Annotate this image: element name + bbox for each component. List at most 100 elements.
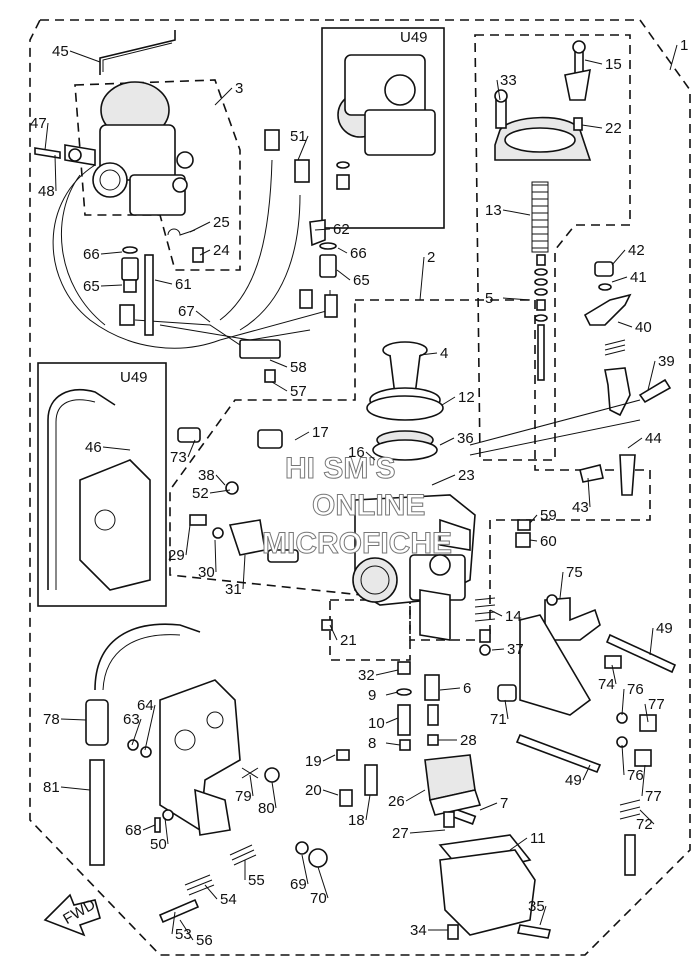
watermark-line-3: MICROFICHE — [262, 527, 452, 560]
screw-49-lower — [515, 733, 602, 774]
leader-20 — [322, 789, 339, 796]
leader-77 — [641, 764, 646, 797]
leader-58 — [269, 359, 288, 368]
leader-38 — [215, 474, 226, 486]
leader-63 — [131, 718, 142, 746]
leader-31 — [242, 554, 246, 590]
leader-76 — [621, 688, 625, 716]
jets-and-needles — [321, 597, 517, 825]
callout-52: 52 — [192, 485, 209, 502]
leader-78 — [60, 718, 87, 721]
float-bowl — [424, 754, 551, 940]
leader-65 — [100, 284, 123, 287]
leader-68 — [142, 824, 156, 831]
callout-35: 35 — [528, 898, 545, 915]
callout-76: 76 — [627, 681, 644, 698]
leader-2 — [419, 256, 425, 301]
callout-13: 13 — [485, 202, 502, 219]
inset-top-carb — [336, 54, 436, 190]
leader-62 — [314, 228, 331, 231]
leader-23 — [431, 474, 456, 486]
leader-64 — [144, 704, 156, 751]
callout-77: 77 — [645, 788, 662, 805]
callout-54: 54 — [220, 891, 237, 908]
callout-66: 66 — [350, 245, 367, 262]
leader-77 — [644, 703, 649, 723]
callout-27: 27 — [392, 825, 409, 842]
leader-27 — [409, 829, 446, 834]
callout-20: 20 — [305, 782, 322, 799]
callout-40: 40 — [635, 319, 652, 336]
leader-60 — [529, 539, 538, 542]
leader-15 — [584, 59, 603, 65]
leader-45 — [69, 50, 101, 63]
leader-8 — [385, 742, 401, 746]
callout-22: 22 — [605, 120, 622, 137]
callout-34: 34 — [410, 922, 427, 939]
callout-73: 73 — [170, 449, 187, 466]
callout-74: 74 — [598, 676, 615, 693]
leader-33 — [496, 79, 501, 101]
leader-16 — [365, 451, 376, 461]
callout-60: 60 — [540, 533, 557, 550]
callout-78: 78 — [43, 711, 60, 728]
callout-71: 71 — [490, 711, 507, 728]
leader-81 — [60, 786, 91, 791]
callout-19: 19 — [305, 753, 322, 770]
top-cover-assembly — [494, 40, 592, 381]
callout-49: 49 — [565, 772, 582, 789]
lever-assembly — [469, 261, 672, 716]
leader-24 — [199, 249, 211, 256]
callout-21: 21 — [340, 632, 357, 649]
leader-40 — [617, 321, 633, 328]
callout-26: 26 — [388, 793, 405, 810]
leader-71 — [504, 699, 509, 720]
callout-43: 43 — [572, 499, 589, 516]
leader-1 — [669, 44, 678, 71]
small-parts-upper — [121, 219, 337, 383]
leader-61 — [154, 279, 173, 285]
callout-80: 80 — [258, 800, 275, 817]
leader-5 — [502, 297, 531, 301]
leader-19 — [322, 754, 336, 762]
callout-46: 46 — [85, 439, 102, 456]
leader-12 — [441, 396, 456, 406]
callout-53: 53 — [175, 926, 192, 943]
callout-64: 64 — [137, 697, 154, 714]
watermark-line-1: HI SM'S — [285, 452, 395, 485]
bowl-outline — [329, 599, 411, 661]
leader-36 — [439, 437, 455, 446]
leader-3 — [214, 87, 233, 106]
callout-76: 76 — [627, 767, 644, 784]
callout-8: 8 — [368, 735, 376, 752]
callout-31: 31 — [225, 581, 242, 598]
callout-62: 62 — [333, 221, 350, 238]
callout-48: 48 — [38, 183, 55, 200]
callout-67: 67 — [178, 303, 195, 320]
leader-29 — [185, 524, 191, 556]
callout-25: 25 — [213, 214, 230, 231]
leader-35 — [539, 905, 547, 926]
inset-left-hose — [47, 389, 151, 591]
leader-52 — [209, 489, 231, 494]
leader-21 — [329, 624, 338, 641]
leader-73 — [187, 439, 196, 458]
callout-11: 11 — [530, 830, 546, 847]
callout-57: 57 — [290, 383, 307, 400]
carb-sub-outline — [74, 79, 241, 271]
callout-29: 29 — [168, 547, 185, 564]
carburetor-assembly — [34, 30, 204, 263]
leader-49 — [582, 764, 591, 781]
leader-44 — [627, 437, 643, 449]
leader-7 — [479, 802, 498, 811]
callout-81: 81 — [43, 779, 60, 796]
leader-65 — [336, 269, 351, 281]
callout-77: 77 — [648, 696, 665, 713]
callout-79: 79 — [235, 788, 252, 805]
callout-5: 5 — [485, 290, 493, 307]
callout-75: 75 — [566, 564, 583, 581]
leader-47 — [44, 122, 49, 151]
piston-diaphragm — [366, 341, 444, 461]
callout-14: 14 — [505, 608, 522, 625]
